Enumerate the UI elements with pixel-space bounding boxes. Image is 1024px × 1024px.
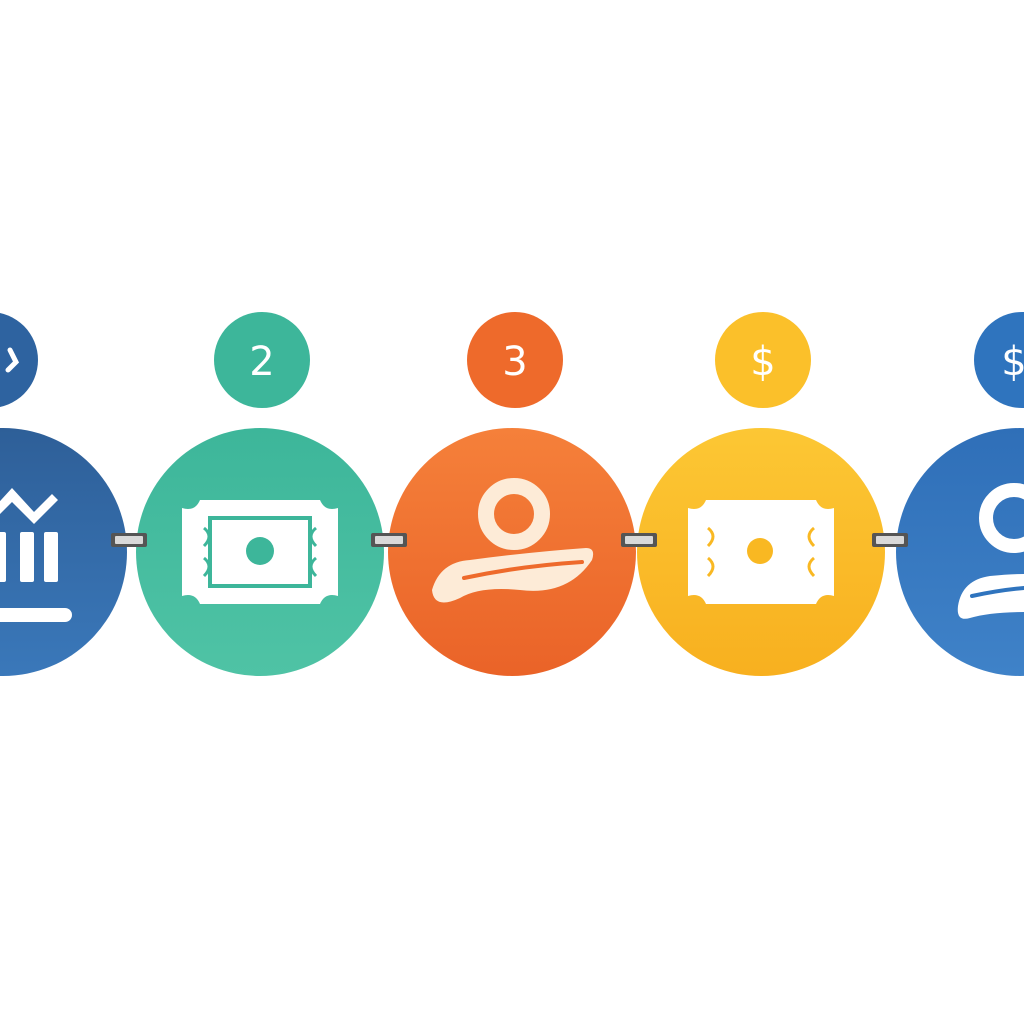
connector-2-3 [371, 533, 407, 547]
connector-4-5 [872, 533, 908, 547]
banknote-icon [182, 500, 338, 604]
chevron-icon [5, 347, 20, 373]
step-3-circle [388, 428, 636, 676]
step-2-badge-label: 2 [249, 339, 274, 385]
step-5-circle [896, 428, 1024, 676]
step-1-circle [0, 428, 127, 676]
step-1-badge [0, 313, 38, 407]
step-4-circle [637, 428, 885, 676]
step-2-circle [136, 428, 384, 676]
step-4-badge: $ [715, 312, 811, 408]
step-5-badge: $ [974, 312, 1024, 408]
bank-icon [0, 488, 72, 622]
connector-3-4 [621, 533, 657, 547]
step-3-badge: 3 [467, 312, 563, 408]
step-5-badge-label: $ [1001, 339, 1024, 385]
step-2-badge: 2 [214, 312, 310, 408]
connector-1-2 [111, 533, 147, 547]
banknote-icon [688, 500, 834, 604]
person-icon [957, 483, 1024, 619]
step-4-badge-label: $ [750, 339, 775, 385]
step-3-badge-label: 3 [502, 339, 527, 385]
person-icon [432, 478, 594, 603]
